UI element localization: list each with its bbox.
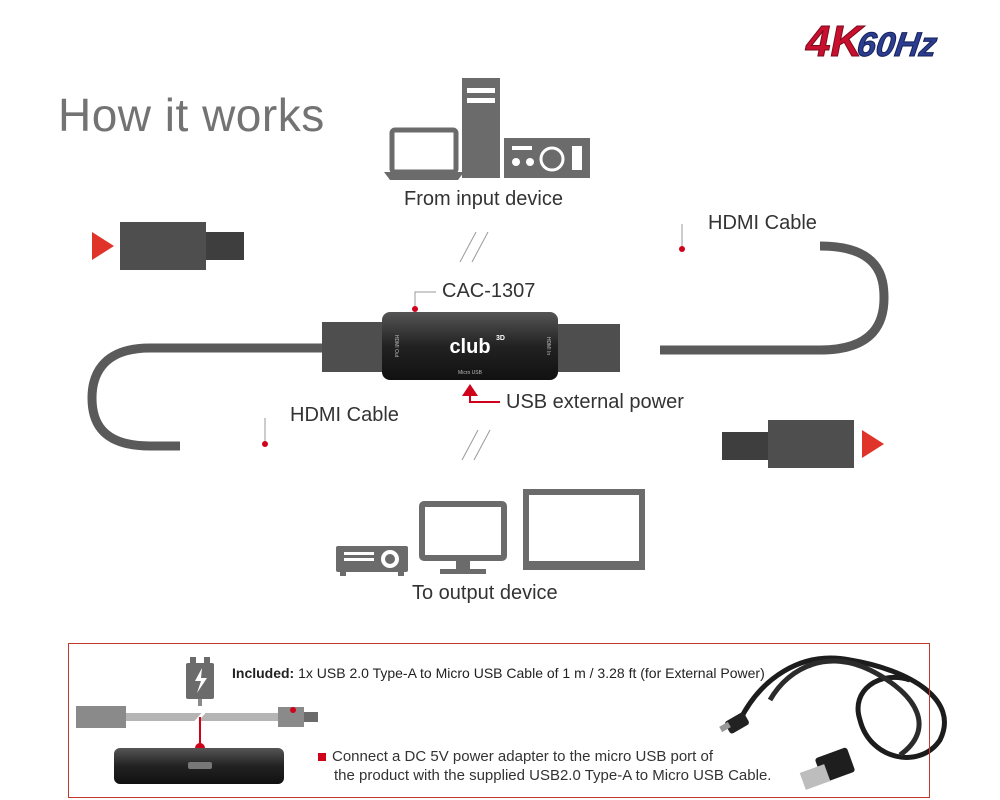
device-port-left: HDMI Out <box>393 335 399 358</box>
monitor-icon <box>419 501 507 574</box>
page-title: How it works <box>58 89 325 141</box>
included-text: 1x USB 2.0 Type-A to Micro USB Cable of … <box>298 665 765 681</box>
usb-power-label: USB external power <box>506 391 684 413</box>
output-device-label: To output device <box>412 582 558 604</box>
adapter-bottom-view <box>114 748 284 784</box>
hdmi-cable-top <box>92 222 889 355</box>
instruction-text-1: Connect a DC 5V power adapter to the mic… <box>332 748 714 765</box>
included-info-box <box>68 643 930 798</box>
power-adapter-icon <box>186 657 214 706</box>
cac-1307-adapter: club 3D HDMI Out HDMI In Micro USB <box>322 312 620 380</box>
laptop-icon <box>384 127 464 180</box>
hdmi-cable-top-label: HDMI Cable <box>708 212 817 234</box>
device-brand-sup: 3D <box>496 335 505 342</box>
projector-icon <box>336 546 408 576</box>
usb-cable-diagram <box>76 706 318 753</box>
input-device-label: From input device <box>404 188 563 210</box>
instruction-line-1: Connect a DC 5V power adapter to the mic… <box>318 748 713 765</box>
included-label: Included: <box>232 665 295 681</box>
hdmi-cable-bottom-label: HDMI Cable <box>290 404 399 426</box>
av-receiver-icon <box>504 138 590 178</box>
4k-60hz-logo: 4K 60Hz <box>805 17 940 67</box>
badge-res: 4K <box>805 17 865 66</box>
desktop-tower-icon <box>462 78 500 178</box>
hdmi-cable-bottom <box>87 343 884 468</box>
device-port-right: HDMI In <box>545 337 551 356</box>
product-model-label: CAC-1307 <box>442 280 536 302</box>
instruction-line-2: the product with the supplied USB2.0 Typ… <box>334 767 772 784</box>
device-port-bottom: Micro USB <box>458 370 483 376</box>
badge-rate: 60Hz <box>855 26 940 64</box>
bullet-icon <box>318 753 326 762</box>
usb-power-pointer <box>462 384 500 403</box>
included-line: Included: 1x USB 2.0 Type-A to Micro USB… <box>232 665 765 681</box>
usb-cable-photo <box>719 655 947 790</box>
device-brand: club <box>449 336 490 358</box>
tv-icon <box>523 489 645 570</box>
